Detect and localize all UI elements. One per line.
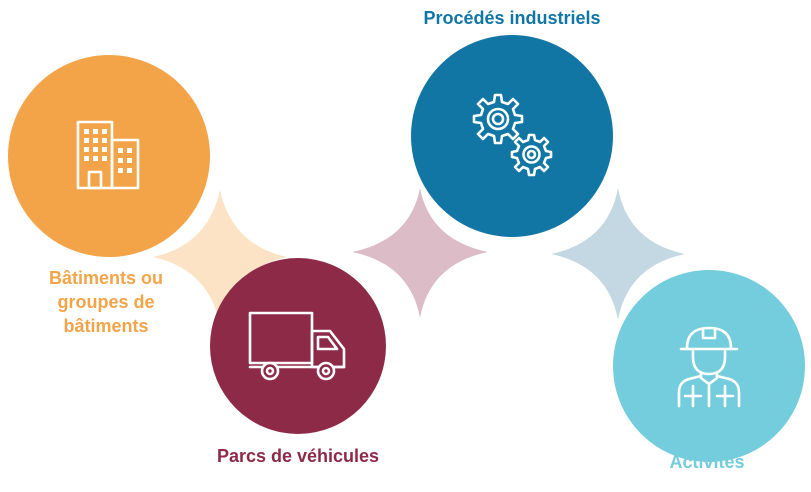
connector-vehicules-procedes <box>352 188 488 318</box>
connector-procedes-activites <box>551 188 685 320</box>
procedes-circle <box>411 35 613 237</box>
worker-icon <box>677 326 741 408</box>
connector-batiments-vehicules <box>153 190 287 324</box>
truck-icon <box>248 311 346 381</box>
vehicules-label: Parcs de véhicules <box>216 446 380 466</box>
activites-label: Activités <box>669 452 745 472</box>
procedes-label: Procédés industriels <box>423 8 601 28</box>
vehicules-circle <box>210 258 386 434</box>
activites-circle <box>613 270 805 462</box>
batiments-label: Bâtiments ou groupes de bâtiments <box>48 268 163 336</box>
buildings-icon <box>76 120 140 190</box>
gears-icon <box>472 93 553 177</box>
batiments-circle <box>8 55 210 257</box>
